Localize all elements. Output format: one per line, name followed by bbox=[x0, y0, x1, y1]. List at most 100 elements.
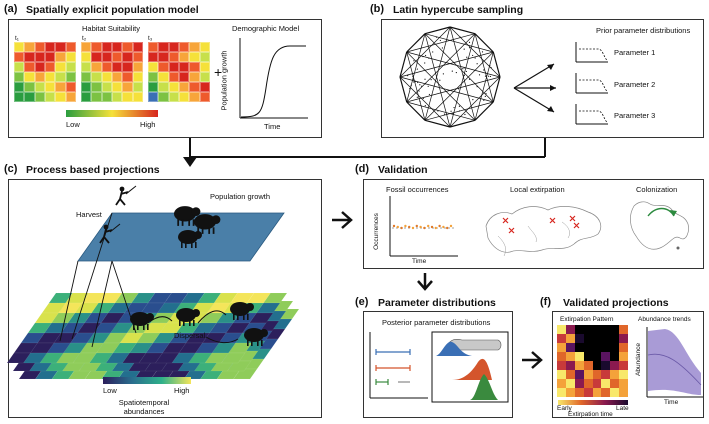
extirpation-markers bbox=[503, 216, 579, 233]
extirpation-pattern-grid bbox=[557, 325, 628, 397]
extirpation-cell bbox=[566, 352, 575, 361]
extirpation-cell bbox=[584, 379, 593, 388]
extirpation-cell bbox=[557, 388, 566, 397]
extirpation-cell bbox=[593, 370, 602, 379]
extirpation-cell bbox=[610, 361, 619, 370]
extirpation-cell bbox=[593, 379, 602, 388]
extirpation-cell bbox=[601, 379, 610, 388]
extirpation-cell bbox=[619, 361, 628, 370]
extirpation-cell bbox=[619, 370, 628, 379]
fossil-point bbox=[397, 226, 399, 228]
extirpation-cell bbox=[619, 334, 628, 343]
extirpation-cell bbox=[619, 325, 628, 334]
panel-f-title: Validated projections bbox=[563, 297, 669, 309]
hunter-silhouette bbox=[116, 186, 136, 205]
posterior-densities-plot bbox=[432, 332, 508, 404]
extirpation-cell bbox=[601, 388, 610, 397]
fossil-point bbox=[427, 225, 429, 227]
extirpation-cell bbox=[601, 334, 610, 343]
extirpation-legend-late: Late bbox=[616, 405, 629, 412]
extirpation-cell bbox=[619, 388, 628, 397]
extirpation-cell bbox=[584, 352, 593, 361]
abundance-ylabel: Abundance bbox=[635, 343, 642, 376]
abundance-color-legend bbox=[103, 377, 191, 384]
spatiotemporal-caption: Spatiotemporal abundances bbox=[104, 398, 184, 416]
extirpation-time-caption: Extirpation time bbox=[568, 411, 613, 418]
fossil-point bbox=[446, 227, 448, 229]
extirpation-cell bbox=[601, 352, 610, 361]
extirpation-cell bbox=[566, 334, 575, 343]
extirpation-cell bbox=[610, 388, 619, 397]
fossil-point bbox=[404, 225, 406, 227]
colonization-map bbox=[620, 196, 698, 262]
extirpation-cell bbox=[601, 361, 610, 370]
fossil-point bbox=[450, 225, 452, 227]
extirpation-cell bbox=[619, 343, 628, 352]
fossil-point bbox=[438, 225, 440, 227]
abundance-legend-high: High bbox=[174, 386, 189, 395]
extirpation-cell bbox=[566, 361, 575, 370]
arrow-e-to-f bbox=[520, 350, 546, 370]
fossil-point bbox=[400, 227, 402, 229]
abundance-trends-title: Abundance trends bbox=[638, 316, 691, 323]
colonization-arrow bbox=[648, 209, 674, 217]
population-growth-label: Population growth bbox=[210, 192, 270, 201]
fossil-point bbox=[419, 226, 421, 228]
extirpation-cell bbox=[593, 352, 602, 361]
extirpation-cell bbox=[593, 334, 602, 343]
extirpation-pattern-title: Extirpation Pattern bbox=[560, 316, 613, 323]
extirpation-cell bbox=[557, 379, 566, 388]
extirpation-cell bbox=[557, 325, 566, 334]
interval-green bbox=[376, 379, 410, 385]
fossil-occurrence-plot bbox=[388, 196, 458, 258]
extirpation-cell bbox=[557, 370, 566, 379]
extirpation-cell bbox=[575, 379, 584, 388]
extirpation-cell bbox=[610, 370, 619, 379]
extirpation-cell bbox=[610, 325, 619, 334]
extirpation-cell bbox=[575, 352, 584, 361]
extirpation-cell bbox=[601, 370, 610, 379]
extirpation-cell bbox=[575, 361, 584, 370]
extirpation-cell bbox=[566, 343, 575, 352]
posterior-intervals-plot bbox=[368, 332, 430, 404]
extirpation-cell bbox=[584, 388, 593, 397]
fossil-point bbox=[408, 226, 410, 228]
fossil-ylabel: Occurrences bbox=[373, 213, 380, 250]
fossil-point bbox=[416, 225, 418, 227]
extirpation-cell bbox=[610, 379, 619, 388]
extirpation-cell bbox=[593, 343, 602, 352]
arrow-c-to-d bbox=[330, 210, 356, 230]
interval-red bbox=[376, 365, 410, 371]
extirpation-cell bbox=[557, 334, 566, 343]
fossil-point bbox=[431, 226, 433, 228]
extirpation-cell bbox=[610, 343, 619, 352]
extirpation-cell bbox=[575, 325, 584, 334]
fossil-point bbox=[442, 226, 444, 228]
panel-f-tag: (f) bbox=[540, 296, 551, 308]
panel-d-title: Validation bbox=[378, 164, 428, 176]
extirpation-cell bbox=[566, 379, 575, 388]
extirpation-cell bbox=[557, 352, 566, 361]
extirpation-cell bbox=[584, 343, 593, 352]
extirpation-cell bbox=[557, 361, 566, 370]
extirpation-cell bbox=[575, 334, 584, 343]
fossil-point bbox=[423, 227, 425, 229]
extirpation-cell bbox=[601, 325, 610, 334]
extirpation-cell bbox=[575, 370, 584, 379]
extirpation-cell bbox=[575, 388, 584, 397]
abundance-legend-low: Low bbox=[103, 386, 117, 395]
colonization-title: Colonization bbox=[636, 185, 677, 194]
interval-blue bbox=[376, 349, 410, 355]
extirpation-cell bbox=[584, 370, 593, 379]
fossil-occurrences-title: Fossil occurrences bbox=[386, 185, 449, 194]
local-extirpation-title: Local extirpation bbox=[510, 185, 565, 194]
extirpation-cell bbox=[584, 334, 593, 343]
extirpation-cell bbox=[566, 370, 575, 379]
posterior-distributions-title: Posterior parameter distributions bbox=[382, 318, 490, 327]
extirpation-cell bbox=[619, 352, 628, 361]
abundance-band bbox=[648, 329, 701, 395]
fossil-point bbox=[435, 227, 437, 229]
fossil-xlabel: Time bbox=[412, 258, 426, 265]
extirpation-cell bbox=[593, 361, 602, 370]
panel-c-title: Process based projections bbox=[26, 164, 160, 176]
